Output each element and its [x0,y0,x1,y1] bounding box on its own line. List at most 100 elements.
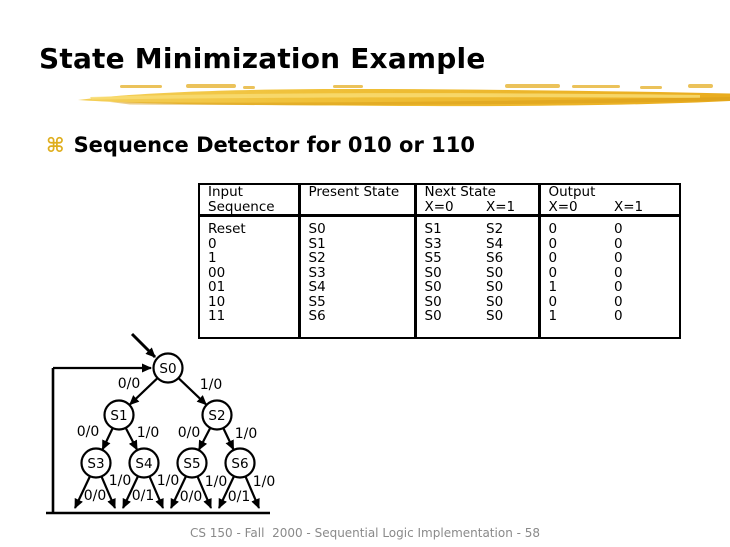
cell-out-x1: 0 [614,236,623,251]
transition-label: 0/1 [228,489,251,505]
transition-label: 1/0 [205,474,228,490]
cell-next-x0: S5 [424,251,442,266]
cell-present: S6 [299,309,417,338]
cell-next-x0: S1 [424,221,442,237]
transition-label: 0/0 [118,376,141,392]
table-row: 11 S6 S0 S0 1 0 [199,309,680,338]
cell-input: 0 [199,236,301,251]
cell-input: 1 [199,251,301,266]
node-label-s6: S6 [231,456,248,472]
cell-input: Reset [199,215,301,237]
node-label-s4: S4 [135,456,152,472]
cell-next-x1: S0 [478,294,541,309]
node-label-s1: S1 [110,408,127,424]
cell-present: S0 [299,215,417,237]
col-header-present-state: Present State [299,184,417,217]
bullet-text: Sequence Detector for 010 or 110 [73,133,475,157]
table-row: 10 S5 S0 S0 0 0 [199,294,680,309]
table-header-row-2: X=0 X=1 X=0 X=1 [199,199,680,217]
table-body: Reset S0 S1 S2 0 0 0 S1 S3 S4 0 0 1 S2 S… [199,215,680,338]
col-header-next-x0: X=0 [415,199,478,217]
cell-out-x0: 0 [548,265,558,280]
cell-out-x0: 0 [548,221,558,237]
command-icon: ⌘ [46,133,65,157]
transition-label: 0/0 [84,488,107,504]
transition-label: 1/0 [200,377,223,393]
cell-out-x1: 0 [614,265,623,280]
node-label-s0: S0 [159,361,176,377]
col-header-out-x1: X=1 [606,199,680,217]
cell-next-x1: S0 [478,309,541,338]
state-node-labels: S0 S1 S2 S3 S4 S5 S6 [87,361,248,472]
cell-next-x0: S0 [424,294,442,309]
transition-label: 0/0 [178,425,201,441]
cell-next-x0: S0 [424,265,442,280]
cell-next-x1: S0 [478,280,541,295]
col-header-out-x0: X=0 [539,199,606,217]
state-tree-diagram: S0 S1 S2 S3 S4 S5 S6 0/0 1/0 0/0 1/0 0/0… [46,332,276,515]
transition-label: 1/0 [235,426,258,442]
table-row: 01 S4 S0 S0 1 0 [199,280,680,295]
col-header-input-line2: Sequence [208,198,275,215]
state-node-s6 [224,447,256,479]
table-header: Input Sequence Present State Next State … [199,184,680,217]
transition-labels: 0/0 1/0 0/0 1/0 0/0 1/0 1/0 1/0 1/0 1/0 … [77,376,276,505]
node-label-s2: S2 [208,408,225,424]
cell-next-x1: S4 [478,236,541,251]
cell-next-x0: S3 [424,236,442,251]
footer-text: CS 150 - Fall 2000 - Sequential Logic Im… [189,526,541,540]
reset-arrow [130,332,157,359]
table-header-row-1: Input Sequence Present State Next State … [199,184,680,217]
slide-title: State Minimization Example [39,42,486,75]
cell-input: 10 [199,294,301,309]
title-underline-brush [78,84,730,107]
cell-next-x1: S6 [478,251,541,266]
state-node-s5 [176,447,208,479]
col-header-input-sequence: Input Sequence [199,184,301,217]
cell-input: 00 [199,265,301,280]
table-row: 00 S3 S0 S0 0 0 [199,265,680,280]
cell-out-x0: 1 [548,280,558,295]
cell-input: 01 [199,280,301,295]
table-row: Reset S0 S1 S2 0 0 [199,215,680,237]
cell-next-x0: S0 [424,309,442,324]
cell-present: S2 [299,251,417,266]
cell-present: S1 [299,236,417,251]
cell-out-x0: 0 [548,236,558,251]
cell-out-x1: 0 [614,309,623,324]
transition-label: 0/0 [180,489,203,505]
cell-present: S5 [299,294,417,309]
col-group-next-state: Next State [415,184,541,200]
cell-out-x1: 0 [614,251,623,266]
node-label-s5: S5 [183,456,200,472]
state-node-s3 [80,447,112,479]
transition-label: 1/0 [157,473,180,489]
transition-label: 1/0 [253,474,276,490]
cell-out-x0: 0 [548,251,558,266]
cell-out-x0: 1 [548,309,558,324]
node-label-s3: S3 [87,456,104,472]
transition-label: 1/0 [109,473,132,489]
cell-next-x0: S0 [424,280,442,295]
state-node-s1 [103,399,135,431]
cell-present: S4 [299,280,417,295]
cell-out-x1: 0 [614,294,623,309]
cell-input: 11 [199,309,301,338]
transition-label: 0/1 [132,488,155,504]
cell-out-x1: 0 [614,221,623,237]
state-node-s4 [128,447,160,479]
state-node-s0 [152,352,184,384]
brush-speckles [120,84,713,89]
cell-out-x0: 0 [548,294,558,309]
col-group-output: Output [548,184,596,200]
cell-present: S3 [299,265,417,280]
state-nodes [80,352,256,479]
state-transition-table: Input Sequence Present State Next State … [198,183,681,339]
state-node-s2 [201,399,233,431]
cell-next-x1: S2 [478,215,541,237]
table-row: 1 S2 S5 S6 0 0 [199,251,680,266]
bullet-item: ⌘ Sequence Detector for 010 or 110 [46,133,475,157]
col-header-input-line1: Input [208,184,243,200]
